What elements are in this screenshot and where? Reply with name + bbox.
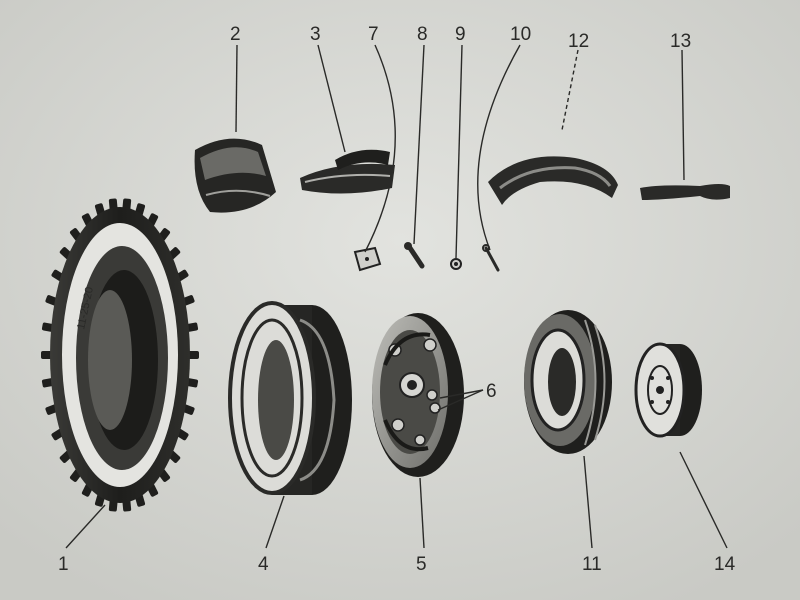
callout-6: 6 [486, 381, 497, 402]
part-3-rim-band [300, 149, 395, 194]
leader-11 [583, 455, 593, 549]
callout-labels: 2 3 7 8 9 10 12 13 6 1 4 5 11 14 [58, 24, 736, 575]
part-8-bolt [404, 242, 425, 269]
part-5-hub [372, 313, 464, 477]
leader-5 [419, 477, 425, 549]
part-2-folded-flap [194, 138, 276, 213]
part-1-tire: 11-25-20 [41, 198, 199, 512]
callout-4: 4 [258, 554, 269, 575]
leader-lines [65, 44, 728, 549]
part-14-small-wheel [634, 342, 702, 438]
callout-12: 12 [568, 31, 589, 52]
leader-6b [437, 389, 484, 411]
callout-14: 14 [714, 554, 736, 575]
callout-2: 2 [230, 24, 241, 45]
leader-14 [679, 451, 728, 549]
leader-9 [455, 44, 463, 259]
leader-6a [439, 389, 484, 399]
part-12-tube-section [488, 156, 618, 205]
part-13-lever [640, 184, 730, 200]
part-11-tube-tire [524, 310, 612, 454]
leader-8 [413, 44, 425, 245]
leader-10 [477, 44, 521, 251]
leader-7 [364, 44, 396, 253]
callout-1: 1 [58, 554, 69, 575]
callout-5: 5 [416, 554, 427, 575]
leader-4 [265, 495, 285, 549]
callout-9: 9 [455, 24, 466, 45]
leader-2 [235, 44, 238, 133]
part-7-plate [353, 246, 382, 272]
leader-3 [317, 44, 346, 153]
callout-11: 11 [582, 554, 602, 575]
part-4-rim [228, 301, 352, 495]
callout-7: 7 [368, 24, 379, 45]
leader-1 [65, 504, 106, 549]
callout-13: 13 [670, 31, 691, 52]
callout-3: 3 [310, 24, 321, 45]
callout-10: 10 [510, 24, 531, 45]
callout-8: 8 [417, 24, 428, 45]
leader-13 [681, 49, 685, 181]
part-9-nut [450, 258, 462, 270]
